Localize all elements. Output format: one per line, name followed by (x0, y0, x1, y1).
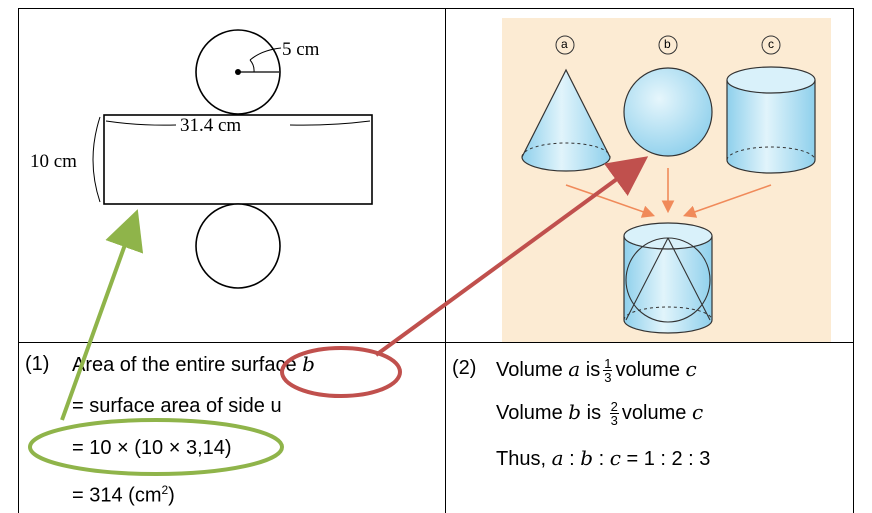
fraction-1-denominator: 3 (604, 370, 612, 386)
volume-var-c-1: c (685, 357, 697, 381)
surface-result-exponent: 2 (161, 483, 169, 497)
solids-figure-cell (445, 8, 854, 343)
surface-area-cell (18, 342, 446, 513)
label-a-circle (555, 35, 575, 55)
volume-ratio-cell (445, 342, 854, 513)
surface-var-b: b (302, 352, 315, 376)
thus-word: Thus, (496, 448, 547, 470)
fraction-2-numerator: 2 (609, 399, 619, 415)
label-a: a (561, 37, 568, 51)
item-number-2: (2) (452, 357, 477, 379)
ratio-var-b: b (580, 446, 594, 470)
surface-line-4: = 314 (cm2) (72, 478, 175, 508)
surface-line-1-text: Area of the entire surface (72, 354, 297, 376)
item-number-1: (1) (25, 353, 50, 375)
is-word-1: is (585, 359, 601, 381)
volume-line-3: Thus, a : b : c = 1 : 2 : 3 (496, 446, 711, 470)
radius-label: 5 cm (282, 39, 320, 60)
net-height-brace (92, 116, 101, 203)
ratio-var-a: a (551, 446, 564, 470)
combined-cylinder (623, 236, 713, 334)
volume-tail-2: volume (621, 402, 687, 424)
width-label: 31.4 cm (180, 115, 242, 136)
net-width-brace-left (105, 120, 177, 126)
volume-var-a: a (568, 357, 581, 381)
surface-line-1: Area of the entire surface b (72, 352, 315, 377)
sphere-shape (623, 67, 713, 157)
volume-var-b: b (568, 400, 582, 424)
net-side-rectangle (103, 114, 373, 205)
ratio-var-c: c (609, 446, 621, 470)
net-bottom-circle (195, 203, 281, 289)
volume-word-2: Volume (496, 402, 563, 424)
ratio-values: = 1 : 2 : 3 (626, 448, 711, 470)
volume-var-c-2: c (691, 400, 704, 424)
net-width-brace-right (289, 120, 371, 126)
cylinder-shape (726, 80, 816, 174)
fraction-1-numerator: 1 (603, 356, 613, 372)
fraction-2-denominator: 3 (610, 413, 618, 429)
surface-result-text: = 314 (cm (72, 484, 162, 507)
height-label: 10 cm (30, 151, 77, 172)
is-word-2: is (586, 402, 602, 424)
label-b-circle (658, 35, 678, 55)
surface-line-3: = 10 × (10 × 3,14) (72, 437, 232, 459)
label-c-circle (761, 35, 781, 55)
label-b: b (664, 37, 671, 51)
volume-tail-1: volume (615, 359, 680, 381)
volume-word-1: Volume (496, 359, 563, 381)
net-radius-leader (249, 47, 282, 61)
surface-line-2: = surface area of side u (72, 395, 282, 417)
label-c: c (768, 37, 774, 51)
surface-result-close: ) (168, 484, 175, 507)
arrow-cylinder-to-combined (682, 184, 772, 218)
